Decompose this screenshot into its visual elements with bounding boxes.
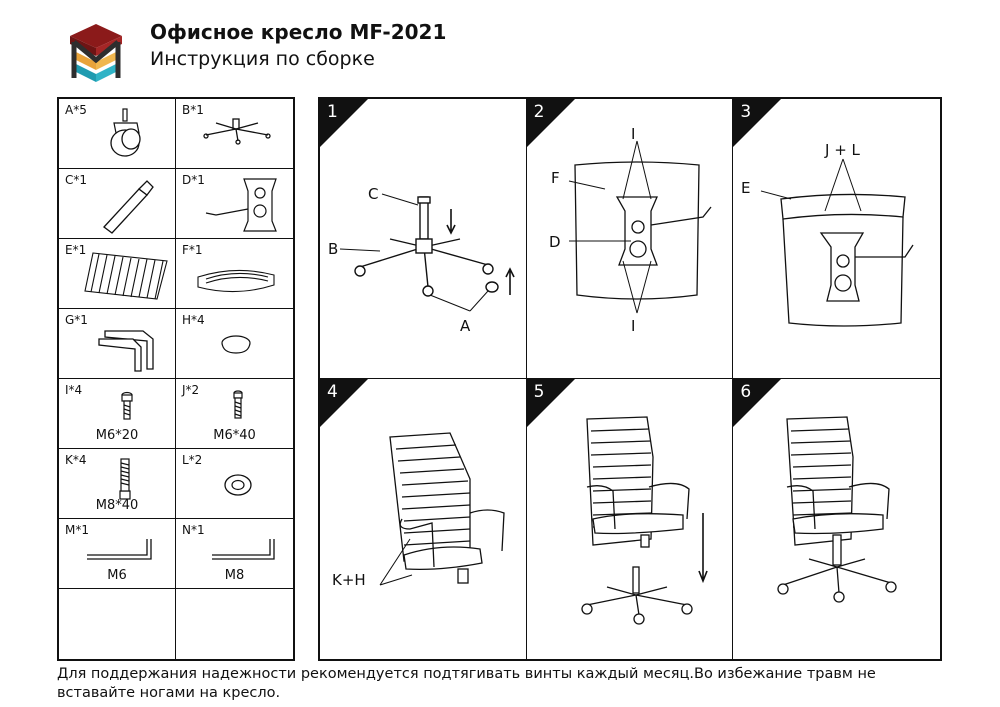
step-6: 6 [733,379,940,659]
part-label: H*4 [182,313,205,327]
part-a: A*5 [59,99,176,169]
part-label: C*1 [65,173,88,187]
part-n: N*1 M8 [176,519,293,589]
part-label: K*4 [65,453,87,467]
part-j: J*2 M6*40 [176,379,293,449]
star-base-icon [203,118,271,145]
part-d: D*1 [176,169,293,239]
step-corner [733,379,782,427]
backrest-icon [84,252,168,300]
seat-icon [197,269,275,293]
step-number: 5 [533,382,545,402]
step-number: 2 [533,102,545,122]
page-title: Офисное кресло MF-2021 [150,20,447,44]
caster-wheel-icon [110,108,141,157]
step-corner [526,99,575,147]
part-b: B*1 [176,99,293,169]
label-a: A [460,317,471,335]
step-6-illustration [777,416,897,603]
part-label: I*4 [65,383,83,397]
step-corner [320,379,368,427]
part-f: F*1 [176,239,293,309]
part-label: F*1 [182,243,203,257]
step-number: 1 [327,102,338,122]
step-5-illustration [581,416,708,625]
hex-key-icon [212,539,275,560]
label-e: E [741,179,750,197]
label-kh: K+H [332,571,366,589]
washer-icon [224,474,252,496]
part-label: G*1 [65,313,88,327]
part-label: J*2 [182,383,200,397]
part-g: G*1 [59,309,176,379]
short-bolt-icon [121,391,133,420]
step-3-illustration: J + L E [741,141,914,327]
part-c: C*1 [59,169,176,239]
part-m: M*1 M6 [59,519,176,589]
cap-icon [221,335,251,354]
label-f: F [551,169,560,187]
part-size: M6 [107,568,127,583]
step-2-illustration: I F D I [549,125,712,335]
part-i: I*4 M6*20 [59,379,176,449]
part-l: L*2 [176,449,293,519]
part-size: M6*40 [213,428,256,443]
part-label: M*1 [65,523,89,537]
step-number: 4 [327,382,338,402]
label-c: C [368,185,378,203]
step-5: 5 [526,379,734,659]
label-b: B [328,240,338,258]
brand-logo [70,24,122,82]
bolt-icon [233,390,243,419]
part-empty [176,589,293,659]
step-1: C B A 1 [320,99,527,379]
part-label: D*1 [182,173,205,187]
part-size: M8 [224,568,245,583]
part-empty [59,589,176,659]
part-label: L*2 [182,453,203,467]
assembly-steps: C B A 1 I F D I 2 [318,97,942,661]
parts-list: A*5 B*1 C*1 D*1 [57,97,295,661]
step-corner [320,99,368,147]
part-k: K*4 M8*40 [59,449,176,519]
hex-key-icon [87,539,152,560]
step-corner [733,99,782,147]
part-size: M6*20 [95,428,139,443]
long-bolt-icon [119,458,131,500]
page-subtitle: Инструкция по сборке [150,48,375,70]
part-size: M8*40 [95,498,139,513]
label-d: D [549,233,561,251]
step-3: J + L E 3 [733,99,940,379]
tilt-mechanism-icon [205,178,277,232]
part-label: A*5 [65,103,87,117]
part-h: H*4 [176,309,293,379]
step-number: 3 [740,102,752,122]
step-1-illustration: C B A [328,185,515,335]
label-i: I [631,317,635,335]
step-corner [526,379,575,427]
step-4-illustration: K+H [332,432,505,589]
gas-lift-icon [103,180,154,234]
part-label: N*1 [182,523,205,537]
label-jl: J + L [824,141,861,159]
armrests-icon [98,330,154,372]
step-4: K+H 4 [320,379,527,659]
safety-note: Для поддержания надежности рекомендуется… [57,666,876,701]
label-i: I [631,125,635,143]
step-2: I F D I 2 [526,99,734,379]
part-label: E*1 [65,243,87,257]
part-label: B*1 [182,103,204,117]
step-number: 6 [740,382,752,402]
part-e: E*1 [59,239,176,309]
